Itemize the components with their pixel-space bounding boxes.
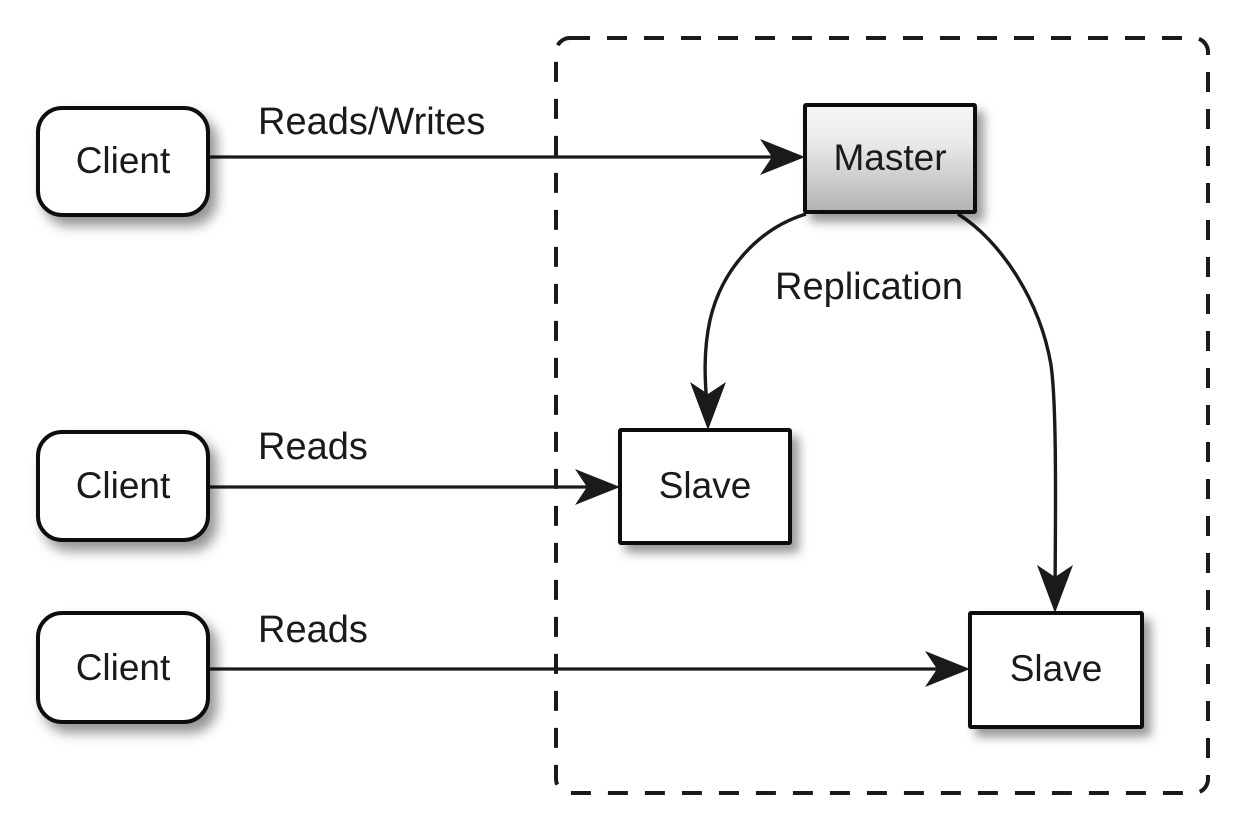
edge-curve-replication-left — [703, 212, 807, 407]
arrowhead-master-in — [760, 139, 805, 175]
slave-1-label: Slave — [659, 465, 752, 506]
client-3-box[interactable] — [36, 611, 210, 724]
client-1-box[interactable] — [36, 106, 210, 217]
edge-label-replication: Replication — [775, 266, 963, 308]
arrowhead-slave2-in-left — [925, 651, 970, 687]
edge-master-slave1 — [690, 212, 807, 430]
arrowhead-slave1-in-top — [690, 382, 726, 430]
node-slave-1[interactable]: Slave — [618, 428, 792, 545]
client-2-box[interactable] — [36, 430, 210, 542]
edge-curve-replication-right — [957, 212, 1058, 591]
edge-client3-slave2 — [208, 651, 970, 687]
edge-label-reads-1: Reads — [258, 426, 368, 468]
node-master[interactable]: Master — [803, 103, 977, 214]
node-client-3[interactable]: Client — [36, 611, 210, 724]
master-box[interactable] — [803, 103, 977, 214]
arrowhead-slave1-in-left — [575, 469, 620, 505]
master-label: Master — [833, 137, 946, 178]
client-2-label: Client — [76, 465, 171, 506]
slave-2-box[interactable] — [968, 611, 1144, 729]
edge-client2-slave1 — [208, 469, 620, 505]
node-slave-2[interactable]: Slave — [968, 611, 1144, 729]
slave-1-box[interactable] — [618, 428, 792, 545]
edge-label-reads-writes: Reads/Writes — [258, 101, 485, 143]
edge-master-slave2 — [957, 212, 1073, 613]
edge-label-reads-2: Reads — [258, 609, 368, 651]
client-3-label: Client — [76, 647, 171, 688]
client-1-label: Client — [76, 140, 171, 181]
edge-client1-master — [208, 139, 805, 175]
node-client-2[interactable]: Client — [36, 430, 210, 542]
slave-2-label: Slave — [1010, 648, 1103, 689]
node-client-1[interactable]: Client — [36, 106, 210, 217]
database-cluster-boundary — [554, 36, 1210, 795]
arrowhead-slave2-in-top — [1037, 565, 1073, 613]
